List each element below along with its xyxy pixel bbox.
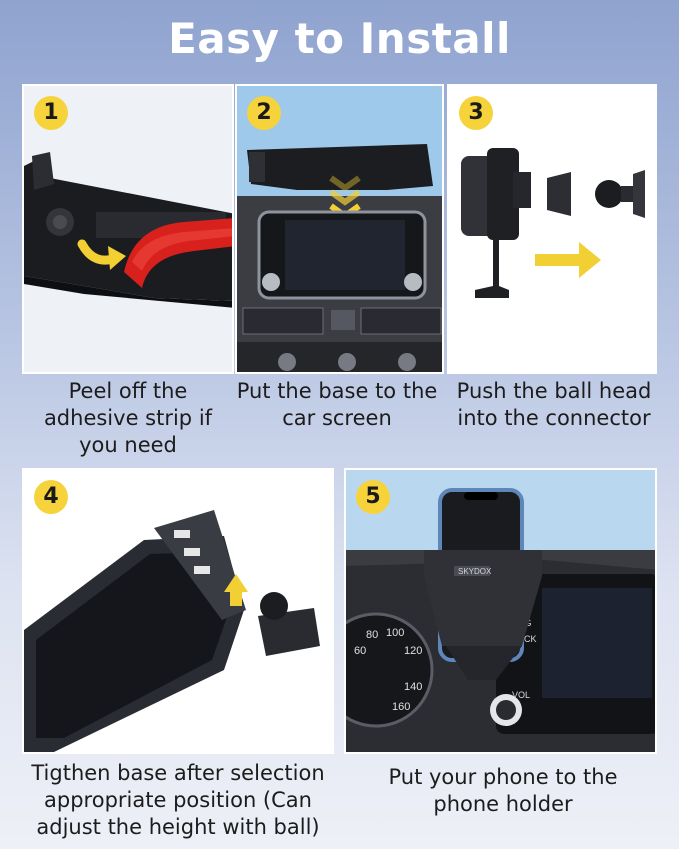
holder-brand-text: SKYDOX xyxy=(458,567,492,576)
gauge-label-100: 100 xyxy=(386,627,404,639)
step-4-illustration xyxy=(24,470,332,752)
step-3-caption: Push the ball head into the connector xyxy=(456,379,652,430)
page-title: Easy to Install xyxy=(168,14,511,63)
screen-button-label-vol: VOL xyxy=(512,690,530,700)
step-4-panel: 4 xyxy=(22,468,334,754)
step-5-panel: 5 60 80 100 120 140 160 ENG BACK VOL SKY… xyxy=(344,468,657,754)
step-4-badge: 4 xyxy=(34,480,68,514)
step-1-caption: Peel off the adhesive strip if you need xyxy=(43,379,213,457)
step-1-badge: 1 xyxy=(34,96,68,130)
step-2-panel: 2 xyxy=(235,84,444,374)
step-3-illustration xyxy=(449,86,655,372)
step-1-illustration xyxy=(24,86,232,372)
step-3-badge: 3 xyxy=(459,96,493,130)
step-2-illustration xyxy=(237,86,442,372)
step-5-illustration: 60 80 100 120 140 160 ENG BACK VOL SKYDO… xyxy=(346,470,655,752)
step-1-panel: 1 xyxy=(22,84,234,374)
step-2-badge: 2 xyxy=(247,96,281,130)
gauge-label-160: 160 xyxy=(392,701,410,713)
gauge-label-80: 80 xyxy=(366,629,378,641)
gauge-label-60: 60 xyxy=(354,645,366,657)
step-5-caption: Put your phone to the phone holder xyxy=(388,765,618,816)
step-2-caption: Put the base to the car screen xyxy=(236,379,438,430)
screen-button-label-back: BACK xyxy=(512,634,537,644)
step-5-badge: 5 xyxy=(356,480,390,514)
step-3-panel: 3 xyxy=(447,84,657,374)
gauge-label-140: 140 xyxy=(404,681,422,693)
gauge-label-120: 120 xyxy=(404,645,422,657)
step-4-caption: Tigthen base after selection appropriate… xyxy=(31,761,325,839)
